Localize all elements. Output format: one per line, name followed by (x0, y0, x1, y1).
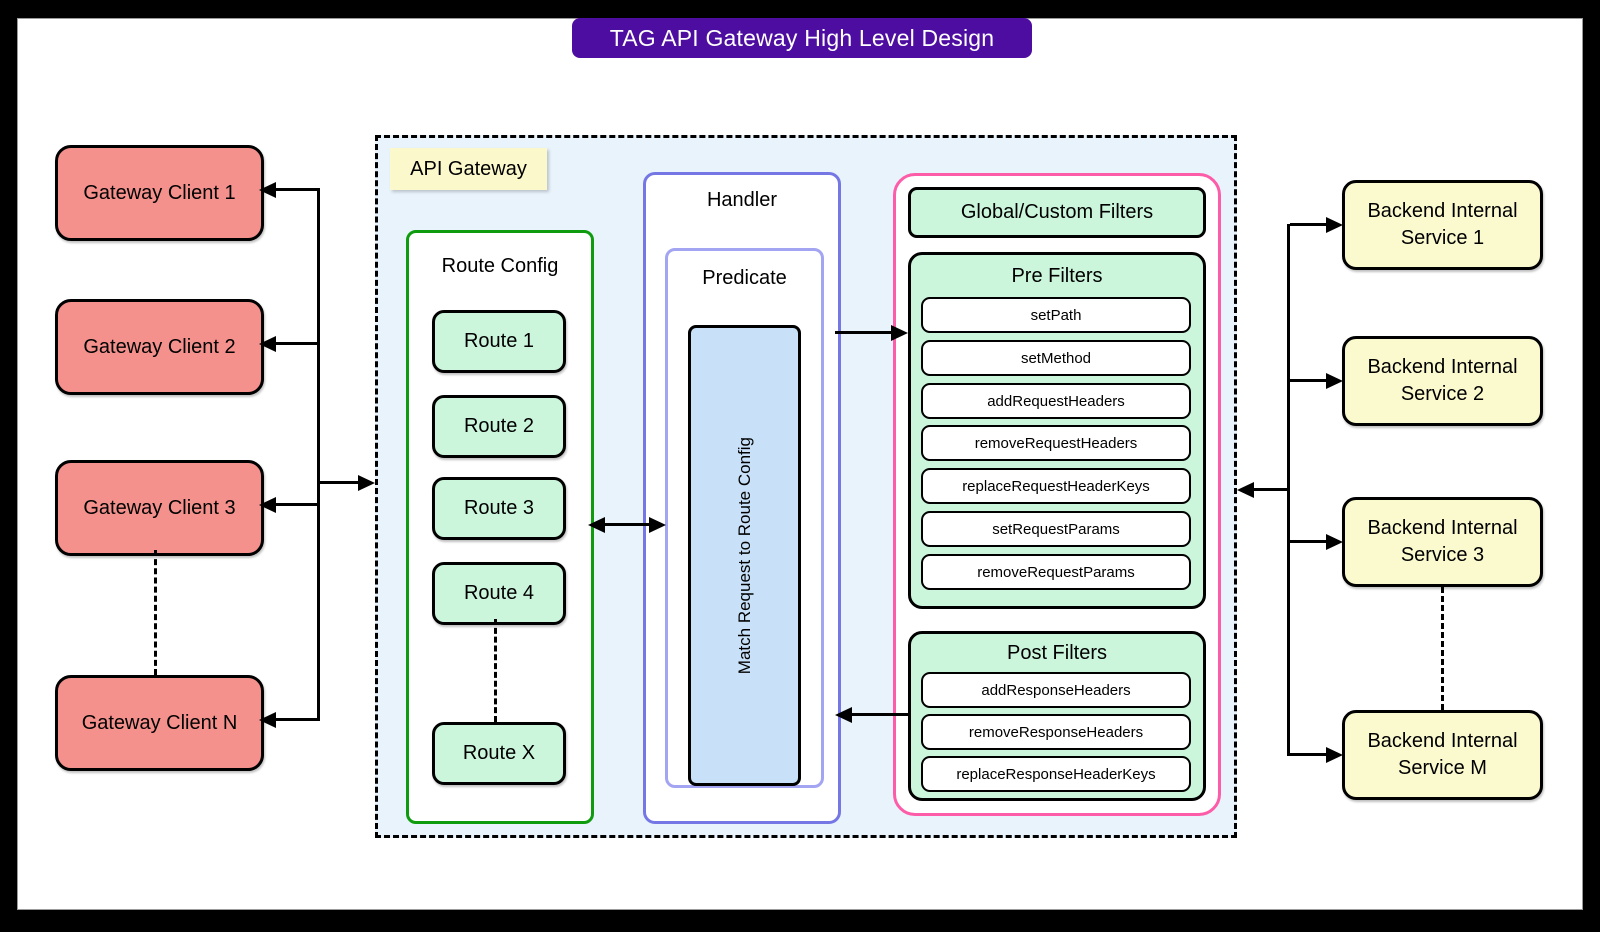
arrow-routeconfig-predicate-line (603, 523, 651, 526)
route-4-node: Route 4 (432, 562, 566, 625)
arrow-to-client-n-line (274, 718, 320, 721)
post-filter-replaceresponseheaderkeys: replaceResponseHeaderKeys (921, 756, 1191, 792)
predicate-title: Predicate (702, 267, 787, 289)
arrow-to-client-1-line (274, 188, 320, 191)
clients-ellipsis-connector (154, 550, 157, 675)
pre-filter-setmethod: setMethod (921, 340, 1191, 376)
arrow-to-client-n-head (259, 712, 276, 728)
arrow-handler-to-prefilters-head (891, 325, 908, 341)
arrow-routeconfig-predicate-right-head (649, 517, 666, 533)
arrow-to-client-3-head (259, 497, 276, 513)
arrow-clients-to-gateway-head (358, 475, 375, 491)
arrow-to-backend-2-head (1326, 373, 1343, 389)
arrow-to-client-3-line (274, 503, 320, 506)
post-filters-title: Post Filters (1006, 642, 1108, 664)
arrow-to-client-1-head (259, 182, 276, 198)
arrow-postfilters-to-handler-head (835, 707, 852, 723)
global-custom-filters-box: Global/Custom Filters (908, 187, 1206, 238)
backend-service-2-node: Backend Internal Service 2 (1342, 336, 1543, 426)
clients-trunk-line (317, 189, 320, 721)
pre-filter-removerequestheaders: removeRequestHeaders (921, 425, 1191, 461)
match-request-box: Match Request to Route Config (688, 325, 801, 786)
backends-ellipsis-connector (1441, 587, 1444, 710)
route-2-node: Route 2 (432, 395, 566, 458)
backends-trunk-line (1287, 224, 1290, 756)
gateway-client-3-node: Gateway Client 3 (55, 460, 264, 556)
arrow-to-backend-3-line (1290, 540, 1327, 543)
handler-title: Handler (706, 189, 778, 211)
gateway-client-2-node: Gateway Client 2 (55, 299, 264, 395)
arrow-to-backend-1-line (1290, 223, 1327, 226)
backend-service-1-node: Backend Internal Service 1 (1342, 180, 1543, 270)
diagram-title: TAG API Gateway High Level Design (572, 18, 1032, 58)
match-request-label: Match Request to Route Config (734, 436, 754, 675)
arrow-to-backend-3-head (1326, 534, 1343, 550)
arrow-routeconfig-predicate-left-head (588, 517, 605, 533)
arrow-to-backend-m-head (1326, 747, 1343, 763)
pre-filter-setpath: setPath (921, 297, 1191, 333)
pre-filter-replacerequestheaderkeys: replaceRequestHeaderKeys (921, 468, 1191, 504)
arrow-to-client-2-head (259, 336, 276, 352)
pre-filter-setrequestparams: setRequestParams (921, 511, 1191, 547)
routes-ellipsis-connector (494, 619, 497, 722)
pre-filter-addrequestheaders: addRequestHeaders (921, 383, 1191, 419)
route-3-node: Route 3 (432, 477, 566, 540)
arrow-clients-to-gateway-line (317, 481, 359, 484)
arrow-handler-to-prefilters-line (835, 331, 893, 334)
gateway-client-1-node: Gateway Client 1 (55, 145, 264, 241)
post-filter-removeresponseheaders: removeResponseHeaders (921, 714, 1191, 750)
route-x-node: Route X (432, 722, 566, 785)
api-gateway-label: API Gateway (390, 148, 547, 190)
backend-service-3-node: Backend Internal Service 3 (1342, 497, 1543, 587)
gateway-client-n-node: Gateway Client N (55, 675, 264, 771)
route-config-title: Route Config (441, 255, 559, 277)
arrow-postfilters-to-handler-line (851, 713, 908, 716)
backend-service-m-node: Backend Internal Service M (1342, 710, 1543, 800)
arrow-backends-to-gateway-line (1253, 488, 1288, 491)
arrow-to-backend-m-line (1290, 753, 1327, 756)
pre-filters-title: Pre Filters (1011, 265, 1103, 287)
arrow-backends-to-gateway-head (1237, 482, 1254, 498)
route-1-node: Route 1 (432, 310, 566, 373)
arrow-to-client-2-line (274, 342, 320, 345)
post-filter-addresponseheaders: addResponseHeaders (921, 672, 1191, 708)
pre-filter-removerequestparams: removeRequestParams (921, 554, 1191, 590)
arrow-to-backend-1-head (1326, 217, 1343, 233)
arrow-to-backend-2-line (1290, 379, 1327, 382)
